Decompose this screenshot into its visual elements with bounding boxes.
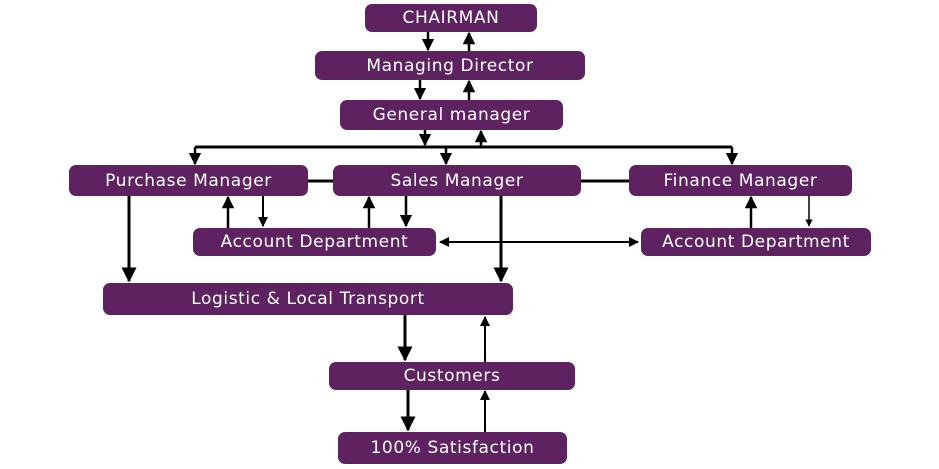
chairman-box: CHAIRMAN [365, 4, 537, 32]
logistic-transport-box: Logistic & Local Transport [103, 283, 513, 315]
account-department-left-box: Account Department [193, 228, 436, 256]
satisfaction-box: 100% Satisfaction [338, 432, 567, 464]
purchase-manager-box: Purchase Manager [69, 165, 308, 196]
sales-manager-box: Sales Manager [333, 165, 581, 196]
customers-box: Customers [329, 362, 575, 390]
managing-director-box: Managing Director [315, 51, 585, 80]
general-manager-box: General manager [340, 100, 563, 130]
account-department-right-box: Account Department [641, 228, 871, 256]
finance-manager-box: Finance Manager [629, 165, 852, 196]
